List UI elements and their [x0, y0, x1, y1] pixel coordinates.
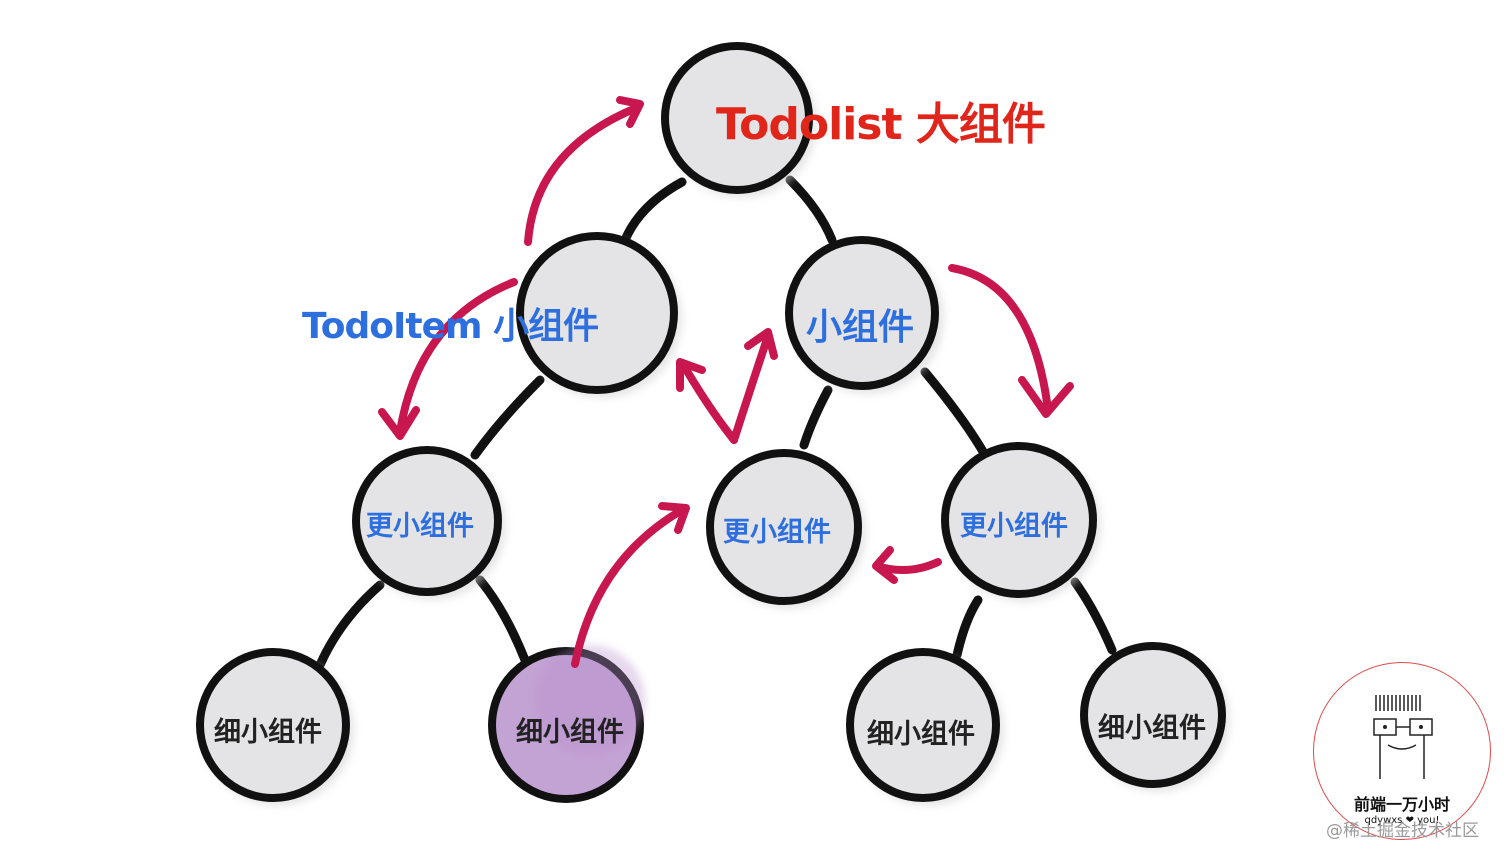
- edge-right-middle-smaller: [799, 385, 833, 450]
- node-mid: [785, 236, 939, 390]
- edge-smaller-tiny-4: [1070, 577, 1117, 655]
- arrow-todoitem-to-root: [524, 104, 640, 246]
- tree-edges: [315, 175, 1117, 670]
- arrow-mid-to-smaller-right: [948, 264, 1052, 414]
- node-tiny-3: [846, 648, 1000, 802]
- tiny-component-label-2: 细小组件: [516, 717, 624, 748]
- logo-face-icon: [1373, 695, 1433, 779]
- watermark: @稀土掘金技术社区: [1326, 821, 1479, 841]
- node-tiny-1: [196, 648, 350, 802]
- todoitem-component-label: TodoItem 小组件: [302, 306, 599, 347]
- arrow-smaller-to-mid-head: [744, 328, 778, 360]
- arrow-smaller-to-todoitem-head: [676, 358, 706, 392]
- node-tiny-4: [1080, 642, 1226, 788]
- edge-smaller-tiny-1: [315, 580, 385, 670]
- arrow-tiny-to-smaller-middle-head: [658, 502, 690, 534]
- node-todoitem: [516, 232, 678, 394]
- edge-right-right-smaller: [920, 367, 990, 460]
- logo-title: 前端一万小时: [1353, 795, 1450, 814]
- arrow-smaller-to-mid: [730, 332, 772, 444]
- smaller-component-label-left: 更小组件: [366, 511, 474, 542]
- arrow-smaller-to-todoitem: [680, 362, 738, 444]
- smaller-component-label-right: 更小组件: [960, 511, 1068, 542]
- mid-component-label: 小组件: [806, 307, 915, 348]
- tiny-component-label-4: 细小组件: [1098, 713, 1206, 744]
- tiny-component-label-1: 细小组件: [214, 717, 322, 748]
- node-smaller-left: [352, 446, 502, 596]
- tree-nodes: [196, 42, 1226, 803]
- arrow-tiny-to-smaller-middle: [571, 506, 686, 668]
- event-arrows: [378, 96, 1074, 668]
- node-smaller-middle: [706, 449, 862, 605]
- arrow-todoitem-to-root-head: [616, 96, 644, 128]
- edge-smaller-tiny-3: [952, 595, 983, 660]
- arrow-todoitem-to-smaller: [396, 278, 518, 436]
- author-logo-badge: 前端一万小时 qdywxs ❤ you!: [1313, 662, 1491, 840]
- smaller-component-label-middle: 更小组件: [723, 517, 831, 548]
- tiny-component-label-3: 细小组件: [867, 719, 975, 750]
- node-root: [661, 42, 813, 194]
- arrow-todoitem-to-smaller-head: [378, 406, 420, 440]
- highlight-smudge: [535, 645, 645, 755]
- edge-smaller-tiny-2: [475, 575, 530, 665]
- arrow-smaller-right-to-middle: [876, 558, 942, 575]
- edge-root-left: [620, 177, 687, 245]
- node-smaller-right: [941, 442, 1097, 598]
- root-component-label: Todolist 大组件: [716, 99, 1046, 150]
- arrow-smaller-right-to-middle-head: [872, 546, 898, 584]
- logo-subtitle: qdywxs ❤ you!: [1364, 815, 1440, 826]
- arrow-mid-to-smaller-right-head: [1018, 376, 1074, 418]
- edge-root-right: [785, 175, 837, 245]
- edge-left-smaller: [470, 375, 545, 460]
